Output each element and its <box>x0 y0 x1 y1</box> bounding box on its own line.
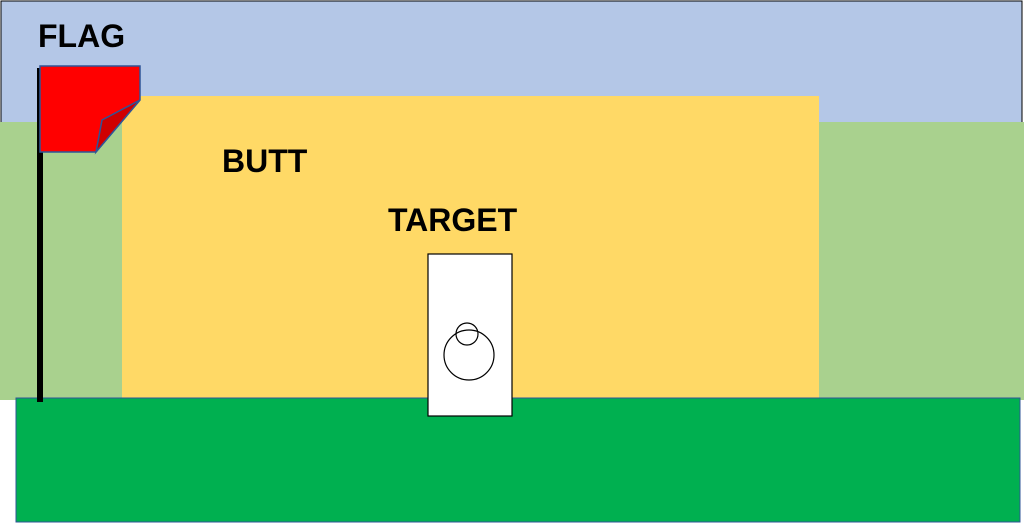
flag-pole <box>37 68 43 402</box>
flag-fold <box>94 99 141 155</box>
target-board <box>427 253 513 417</box>
flag-label: FLAG <box>38 18 125 54</box>
target-label: TARGET <box>388 202 518 238</box>
ground-area <box>15 397 1021 523</box>
target-outer-ring <box>443 329 495 381</box>
butt-label: BUTT <box>222 143 308 179</box>
